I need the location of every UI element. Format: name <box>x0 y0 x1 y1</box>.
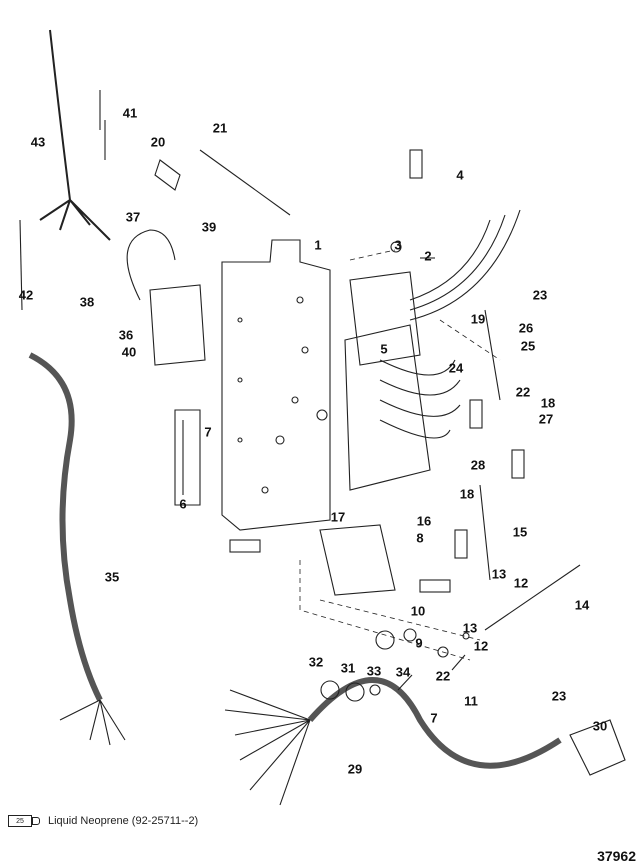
cable-15 <box>479 484 491 581</box>
callout-24: 24 <box>448 360 464 376</box>
callout-32: 32 <box>308 654 324 670</box>
callout-29: 29 <box>347 761 363 777</box>
callout-15: 15 <box>512 524 528 540</box>
callout-21: 21 <box>212 120 228 136</box>
connector-30 <box>569 719 626 776</box>
callout-23: 23 <box>551 688 567 704</box>
mounting-plate <box>221 239 331 531</box>
callout-18: 18 <box>540 395 556 411</box>
callout-2: 2 <box>424 248 432 264</box>
callout-23: 23 <box>532 287 548 303</box>
callout-38: 38 <box>79 294 95 310</box>
callout-11: 11 <box>464 693 478 709</box>
callout-22: 22 <box>515 384 531 400</box>
callout-13: 13 <box>462 620 478 636</box>
legend: 25 Liquid Neoprene (92-25711--2) <box>8 815 198 827</box>
callout-14: 14 <box>574 597 590 613</box>
callout-34: 34 <box>395 664 411 680</box>
callout-12: 12 <box>473 638 489 654</box>
hardware <box>320 241 470 702</box>
callout-41: 41 <box>122 105 138 121</box>
callout-3: 3 <box>394 237 402 253</box>
switch-box <box>344 324 431 491</box>
harness-35 <box>28 352 103 702</box>
callout-7: 7 <box>204 424 212 440</box>
callout-25: 25 <box>520 338 536 354</box>
callout-33: 33 <box>366 663 382 679</box>
callout-19: 19 <box>470 311 486 327</box>
legend-text: Liquid Neoprene (92-25711--2) <box>48 815 199 827</box>
callout-17: 17 <box>330 509 346 525</box>
cable-14 <box>484 564 581 631</box>
callout-35: 35 <box>104 569 120 585</box>
callout-4: 4 <box>456 167 464 183</box>
plate-holes <box>237 296 328 494</box>
callout-20: 20 <box>150 134 166 150</box>
callout-43: 43 <box>30 134 46 150</box>
harness-29 <box>307 677 562 769</box>
callout-16: 16 <box>416 513 432 529</box>
callout-12: 12 <box>513 575 529 591</box>
sealant-tubes <box>229 149 525 593</box>
callout-31: 31 <box>340 660 356 676</box>
callout-26: 26 <box>518 320 534 336</box>
callout-30: 30 <box>592 718 608 734</box>
callout-42: 42 <box>18 287 34 303</box>
harness-43 <box>39 29 111 241</box>
callout-22: 22 <box>435 668 451 684</box>
callout-10: 10 <box>410 603 426 619</box>
cable-21 <box>199 149 291 216</box>
callout-36: 36 <box>118 327 134 343</box>
callout-7: 7 <box>430 710 438 726</box>
rectifier <box>349 271 421 366</box>
callout-28: 28 <box>470 457 486 473</box>
coil-bracket <box>174 409 201 506</box>
ignition-coil <box>149 284 206 366</box>
starter-solenoid <box>319 524 396 596</box>
sealant-tube-icon: 25 <box>8 815 40 827</box>
callout-37: 37 <box>125 209 141 225</box>
callout-9: 9 <box>415 635 423 651</box>
figure-number: 37962 <box>597 848 636 864</box>
callout-40: 40 <box>121 344 137 360</box>
callout-27: 27 <box>538 411 554 427</box>
leader-lines <box>299 249 501 661</box>
callout-5: 5 <box>380 341 388 357</box>
callout-18: 18 <box>459 486 475 502</box>
callout-13: 13 <box>491 566 507 582</box>
callout-6: 6 <box>179 496 187 512</box>
callout-8: 8 <box>416 530 424 546</box>
callout-1: 1 <box>314 237 322 253</box>
callout-39: 39 <box>201 219 217 235</box>
